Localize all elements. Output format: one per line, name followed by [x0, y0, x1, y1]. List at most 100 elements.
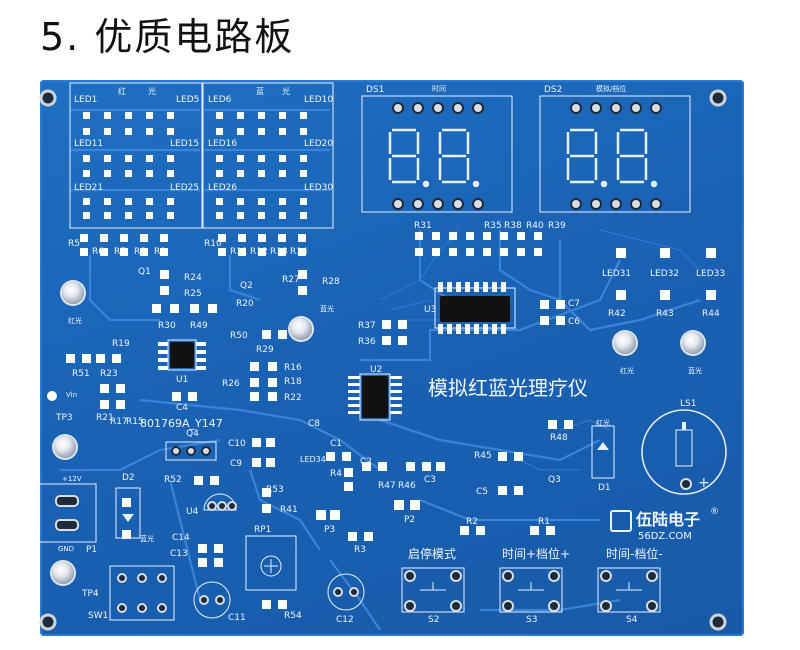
ref-led25: LED25	[170, 183, 200, 193]
resistor-array-display	[415, 232, 542, 256]
ref-r9: R9	[154, 247, 166, 257]
ref-r53: R53	[266, 485, 284, 495]
indicator-caption-blue-right: 蓝光	[688, 367, 702, 375]
c11-outline	[193, 581, 231, 619]
ref-led26: LED26	[208, 183, 238, 193]
power-label-gnd: GND	[58, 545, 75, 553]
u1-chip	[170, 342, 194, 368]
ref-led34: LED34	[300, 455, 326, 464]
ref-c7: C7	[568, 299, 581, 309]
ref-led33: LED33	[696, 269, 726, 279]
u2-footprint	[348, 373, 402, 421]
ref-led15: LED15	[170, 139, 200, 149]
ref-r26: R26	[222, 379, 240, 389]
ref-r21: R21	[96, 413, 114, 423]
indicator-caption-blue-left: 蓝光	[320, 305, 334, 313]
ref-p1: P1	[86, 545, 98, 555]
ref-c12: C12	[336, 615, 354, 625]
led-group-blue-caption-1: 蓝	[256, 87, 264, 96]
ref-u4: U4	[186, 507, 199, 517]
ref-tp4: TP4	[82, 589, 99, 599]
tp4-pad	[52, 562, 74, 584]
part-number: 801769A_Y147	[140, 417, 223, 430]
ref-led5: LED5	[176, 95, 200, 105]
ref-rp1: RP1	[254, 525, 272, 535]
ref-r23: R23	[100, 369, 118, 379]
ref-c10: C10	[228, 439, 246, 449]
ref-r49: R49	[190, 321, 208, 331]
led-31-33-pads	[616, 248, 716, 300]
smd-pads-misc	[66, 270, 573, 609]
ref-r8: R8	[134, 247, 146, 257]
d1-footprint	[591, 425, 615, 479]
d1-caption-blue: 蓝光	[140, 535, 154, 543]
pcb-board	[40, 80, 744, 636]
ref-r36: R36	[358, 337, 376, 347]
ref-led31: LED31	[602, 269, 632, 279]
ref-r17: R17	[110, 417, 128, 427]
ref-r43: R43	[656, 309, 674, 319]
ref-r12: R12	[250, 247, 268, 257]
ref-r5: R5	[68, 239, 80, 249]
ref-r47: R47	[378, 481, 396, 491]
ref-s2: S2	[428, 615, 440, 625]
ref-r25: R25	[184, 289, 202, 299]
ds1-ref: DS1	[366, 85, 385, 95]
ref-r13: R13	[270, 247, 288, 257]
u1-footprint	[158, 339, 206, 371]
ref-r3: R3	[354, 545, 366, 555]
ref-r38: R38	[504, 221, 522, 231]
ref-r39: R39	[548, 221, 566, 231]
ref-c8: C8	[308, 419, 321, 429]
led-group-red-caption-2: 光	[148, 87, 156, 96]
ref-led11: LED11	[74, 139, 104, 149]
tp3-pad	[54, 436, 76, 458]
vin-testpoint	[47, 391, 57, 401]
ref-r46: R46	[398, 481, 416, 491]
ref-r45: R45	[474, 451, 492, 461]
ref-r52: R52	[164, 475, 182, 485]
seven-seg-ds2	[566, 128, 658, 188]
header-pins	[316, 500, 420, 520]
ref-c1: C1	[330, 439, 343, 449]
ref-led20: LED20	[304, 139, 334, 149]
ref-c9: C9	[230, 459, 243, 469]
ref-u2: U2	[370, 365, 383, 375]
ref-r51: R51	[72, 369, 90, 379]
ref-r40: R40	[526, 221, 544, 231]
blue-led-indicator-right	[682, 332, 704, 354]
ref-r29: R29	[256, 345, 274, 355]
ref-p3: P3	[324, 525, 336, 535]
ref-r44: R44	[702, 309, 720, 319]
ref-r28: R28	[322, 277, 340, 287]
ref-r14: R14	[290, 247, 308, 257]
ref-q2: Q2	[240, 281, 253, 291]
ref-sw1: SW1	[88, 611, 109, 621]
ref-r31: R31	[414, 221, 432, 231]
ls1-footprint	[641, 409, 727, 495]
ref-r11: R11	[230, 247, 248, 257]
ref-r54: R54	[284, 611, 302, 621]
product-title: 模拟红蓝光理疗仪	[428, 376, 588, 400]
button-caption-time-up: 时间+档位+	[502, 547, 571, 561]
cap-pins	[199, 587, 359, 605]
ref-c6: C6	[568, 317, 581, 327]
led-matrix-pads	[83, 112, 307, 219]
resistor-array-left	[80, 234, 306, 256]
ref-c2: C2	[360, 457, 373, 467]
ref-r10: R10	[204, 239, 222, 249]
p1-footprint	[37, 483, 97, 543]
ref-led1: LED1	[74, 95, 98, 105]
ds2-ref: DS2	[544, 85, 563, 95]
ref-s4: S4	[626, 615, 638, 625]
ref-ls1: LS1	[680, 399, 697, 409]
ref-r7: R7	[114, 247, 126, 257]
page-title: 5. 优质电路板	[40, 15, 295, 59]
mounting-holes	[39, 89, 727, 631]
red-led-indicator-right	[614, 332, 636, 354]
u4-footprint	[203, 493, 237, 511]
ds2-caption: 模拟/档位	[596, 85, 627, 93]
ref-q3: Q3	[548, 475, 561, 485]
ref-s3: S3	[526, 615, 538, 625]
